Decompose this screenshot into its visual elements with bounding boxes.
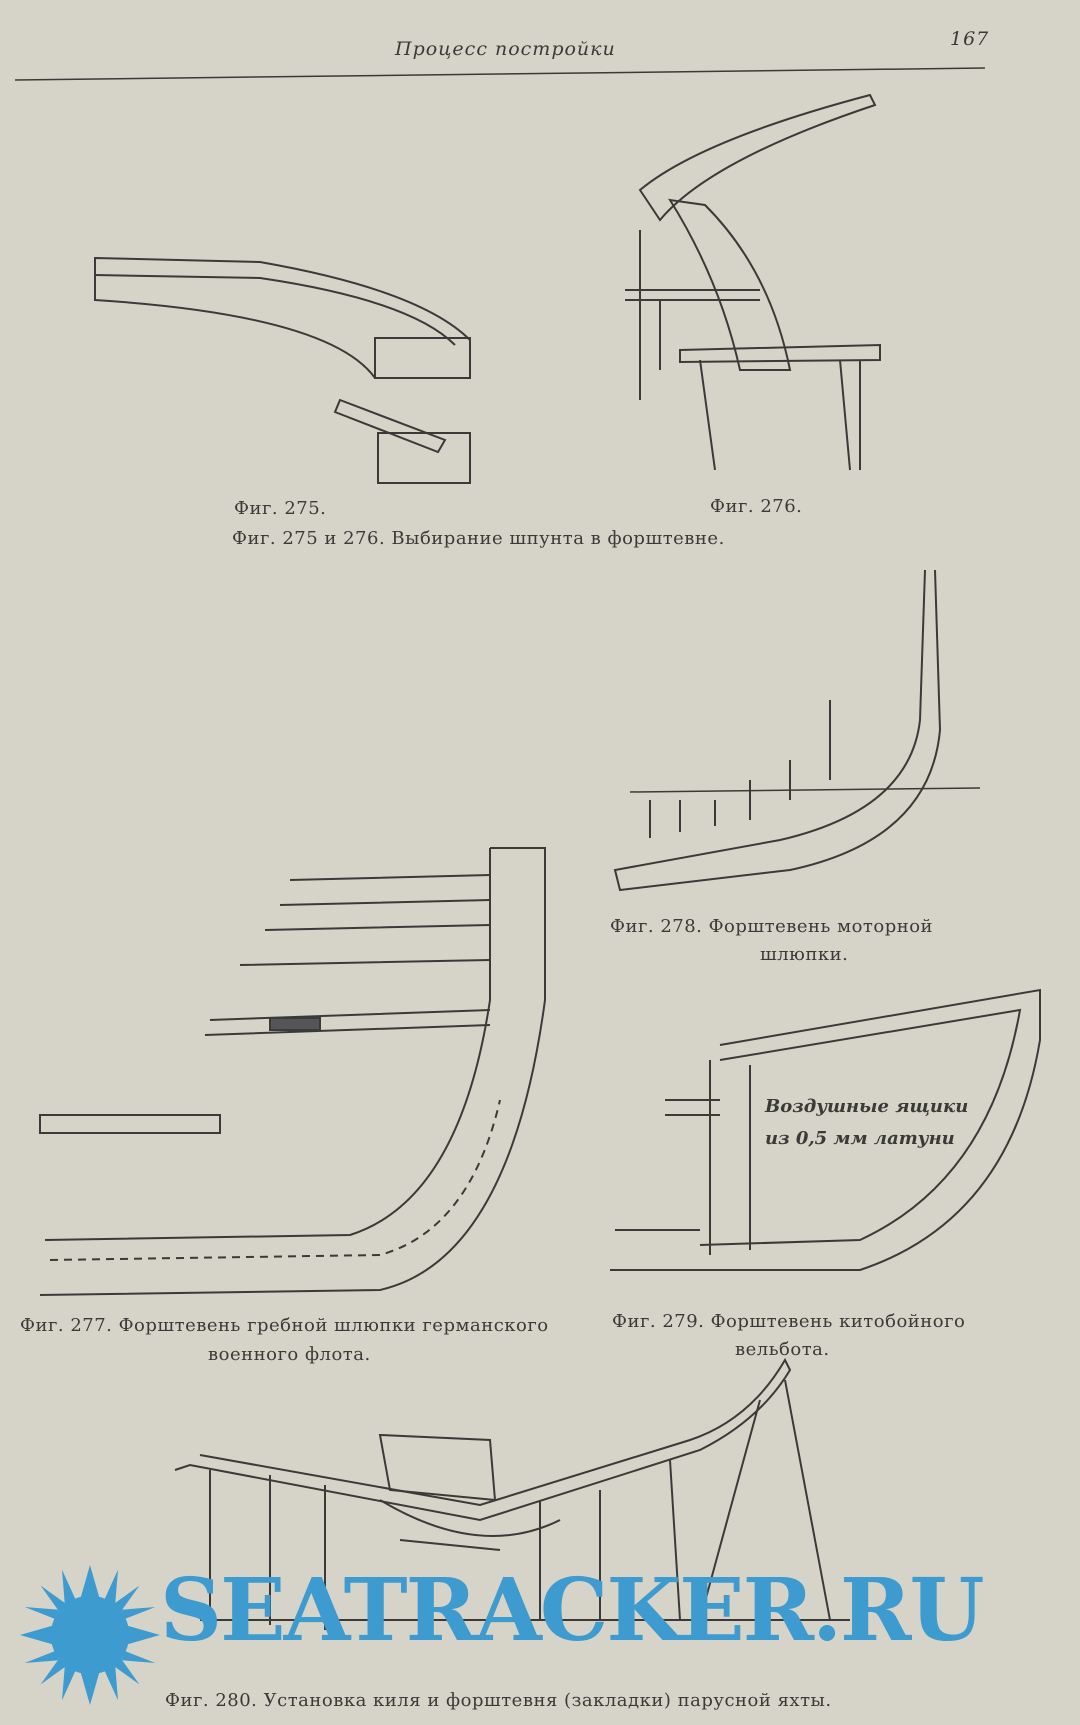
- figure-278-drawing: [613, 569, 981, 892]
- figure-277-drawing: [39, 847, 546, 1296]
- fig277-caption-line2: военного флота.: [208, 1344, 371, 1365]
- fig278-caption-line1: Фиг. 278. Форштевень моторной: [610, 916, 934, 937]
- fig278-caption-line2: шлюпки.: [760, 944, 849, 965]
- fig275-label: Фиг. 275.: [234, 498, 327, 519]
- running-title: Процесс постройки: [395, 38, 616, 60]
- header-rule: [14, 67, 986, 81]
- figure-279-drawing: [610, 988, 1041, 1271]
- watermark-text: SEATRACKER.RU: [160, 1560, 984, 1661]
- page-number: 167: [950, 28, 990, 50]
- fig276-label: Фиг. 276.: [710, 496, 803, 517]
- figure-276-drawing: [625, 93, 881, 471]
- sun-logo-icon: [20, 1565, 160, 1705]
- fig279-annotation-line2: из 0,5 мм латуни: [765, 1128, 955, 1149]
- fig279-caption-line2: вельбота.: [735, 1339, 830, 1360]
- fig275-276-caption: Фиг. 275 и 276. Выбирание шпунта в форшт…: [232, 528, 725, 549]
- fig277-caption-line1: Фиг. 277. Форштевень гребной шлюпки герм…: [20, 1315, 549, 1336]
- figure-280-drawing: [174, 1357, 850, 1630]
- figure-275-drawing: [94, 256, 471, 484]
- fig280-caption: Фиг. 280. Установка киля и форштевня (за…: [165, 1690, 832, 1711]
- fig279-caption-line1: Фиг. 279. Форштевень китобойного: [612, 1311, 966, 1332]
- fig279-annotation-line1: Воздушные ящики: [765, 1096, 969, 1117]
